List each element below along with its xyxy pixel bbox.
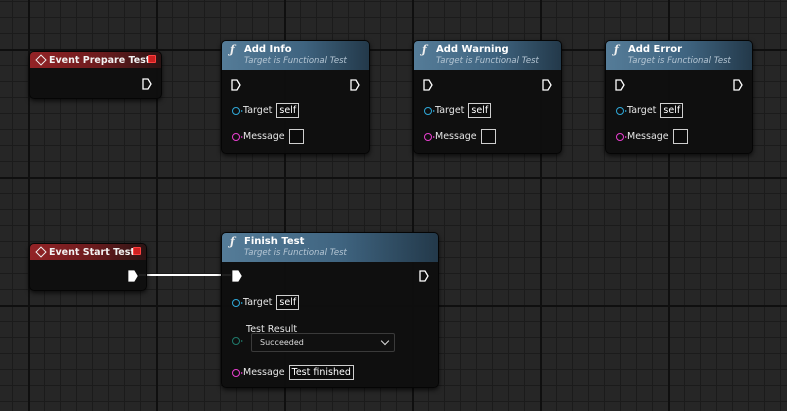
exec-input-pin[interactable]: [232, 270, 242, 285]
test-result-dropdown[interactable]: Succeeded: [251, 333, 395, 352]
target-value[interactable]: self: [468, 103, 492, 118]
function-icon: ƒ: [614, 42, 619, 56]
add-warning-node[interactable]: ƒ Add Warning Target is Functional Test T…: [413, 40, 562, 154]
target-label: Target: [243, 105, 273, 116]
message-pin-row: Message: [616, 129, 688, 144]
message-input[interactable]: [288, 129, 304, 144]
node-subtitle: Target is Functional Test: [436, 56, 539, 66]
exec-input-pin[interactable]: [231, 79, 241, 94]
target-object-pin[interactable]: [424, 106, 435, 115]
node-title: Event Prepare Test: [49, 54, 151, 66]
node-title: Event Start Test: [49, 246, 135, 258]
event-node-header: Event Start Test: [30, 244, 146, 260]
target-pin-row: Target self: [616, 103, 684, 118]
event-diamond-icon: [35, 54, 47, 66]
message-string-pin[interactable]: [424, 132, 435, 141]
target-object-pin[interactable]: [232, 298, 243, 307]
exec-output-pin[interactable]: [128, 270, 138, 285]
target-label: Target: [243, 297, 273, 308]
exec-output-pin[interactable]: [350, 79, 360, 94]
target-pin-row: Target self: [424, 103, 492, 118]
node-subtitle: Target is Functional Test: [244, 248, 347, 258]
target-object-pin[interactable]: [232, 106, 243, 115]
target-label: Target: [435, 105, 465, 116]
exec-output-pin[interactable]: [542, 79, 552, 94]
message-input[interactable]: Test finished: [288, 365, 354, 380]
exec-output-pin[interactable]: [142, 78, 152, 93]
test-result-pin-row: Test Result: [232, 321, 298, 345]
message-label: Message: [435, 131, 477, 142]
function-node-header: ƒ Add Warning Target is Functional Test: [414, 41, 561, 70]
function-node-header: ƒ Finish Test Target is Functional Test: [222, 233, 438, 262]
node-subtitle: Target is Functional Test: [628, 56, 731, 66]
test-result-selected: Succeeded: [260, 338, 304, 347]
chevron-down-icon: [380, 336, 390, 346]
function-icon: ƒ: [230, 234, 235, 248]
message-label: Message: [243, 131, 285, 142]
node-title: Add Warning: [436, 43, 509, 55]
message-label: Message: [243, 367, 285, 378]
add-info-node[interactable]: ƒ Add Info Target is Functional Test Targ…: [221, 40, 370, 154]
message-pin-row: Message: [424, 129, 496, 144]
function-node-header: ƒ Add Error Target is Functional Test: [606, 41, 752, 70]
target-pin-row: Target self: [232, 103, 300, 118]
delegate-pin[interactable]: [133, 247, 141, 255]
exec-input-pin[interactable]: [615, 79, 625, 94]
message-string-pin[interactable]: [232, 368, 243, 377]
add-error-node[interactable]: ƒ Add Error Target is Functional Test Tar…: [605, 40, 753, 154]
node-title: Add Info: [244, 43, 292, 55]
function-node-header: ƒ Add Info Target is Functional Test: [222, 41, 369, 70]
node-title: Finish Test: [244, 235, 305, 247]
finish-test-node[interactable]: ƒ Finish Test Target is Functional Test T…: [221, 232, 439, 388]
node-title: Add Error: [628, 43, 683, 55]
event-diamond-icon: [35, 246, 47, 258]
target-value[interactable]: self: [276, 295, 300, 310]
target-label: Target: [627, 105, 657, 116]
message-label: Message: [627, 131, 669, 142]
event-start-test-node[interactable]: Event Start Test: [29, 243, 147, 291]
exec-output-pin[interactable]: [733, 79, 743, 94]
exec-output-pin[interactable]: [419, 270, 429, 285]
target-object-pin[interactable]: [616, 106, 627, 115]
test-result-label: Test Result: [246, 323, 298, 335]
function-icon: ƒ: [422, 42, 427, 56]
target-value[interactable]: self: [660, 103, 684, 118]
message-input[interactable]: [672, 129, 688, 144]
event-prepare-test-node[interactable]: Event Prepare Test: [29, 51, 162, 99]
message-string-pin[interactable]: [616, 132, 627, 141]
node-subtitle: Target is Functional Test: [244, 56, 347, 66]
exec-input-pin[interactable]: [423, 79, 433, 94]
message-pin-row: Message: [232, 129, 304, 144]
event-node-header: Event Prepare Test: [30, 52, 161, 68]
target-pin-row: Target self: [232, 295, 300, 310]
test-result-enum-pin[interactable]: [232, 337, 243, 345]
message-pin-row: Message Test finished: [232, 365, 354, 380]
message-string-pin[interactable]: [232, 132, 243, 141]
target-value[interactable]: self: [276, 103, 300, 118]
delegate-pin[interactable]: [148, 55, 156, 63]
message-input[interactable]: [480, 129, 496, 144]
function-icon: ƒ: [230, 42, 235, 56]
